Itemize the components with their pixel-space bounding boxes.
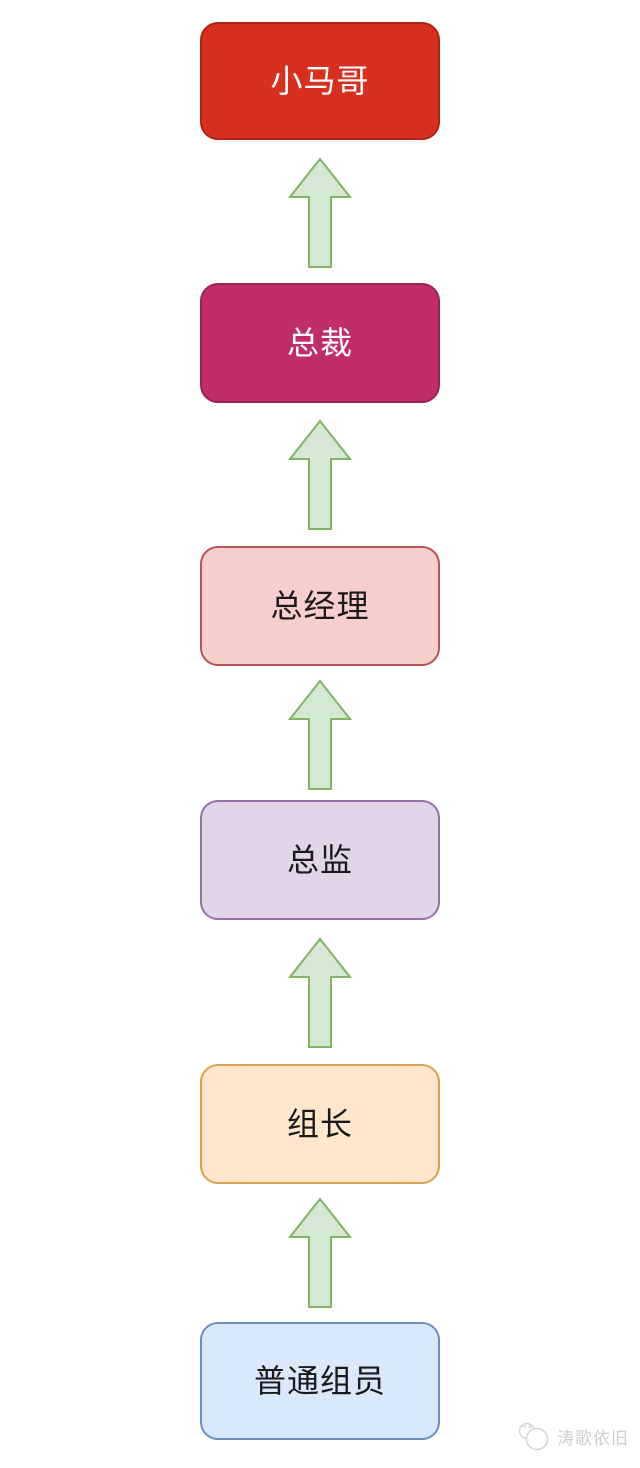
node-label: 总裁 xyxy=(286,325,353,361)
node-label: 组长 xyxy=(286,1106,353,1142)
up-arrow-icon xyxy=(288,937,352,1049)
node-zongcai: 总裁 xyxy=(200,283,440,403)
up-arrow-icon xyxy=(288,679,352,791)
node-zongjingli: 总经理 xyxy=(200,546,440,666)
node-xiaomage: 小马哥 xyxy=(200,22,440,140)
up-arrow-icon xyxy=(288,157,352,269)
node-label: 总监 xyxy=(286,842,353,878)
watermark: 涛歌依旧 xyxy=(517,1420,629,1452)
node-label: 小马哥 xyxy=(270,63,370,99)
up-arrow-icon xyxy=(288,419,352,531)
cat-logo-icon xyxy=(517,1420,550,1452)
up-arrow-icon xyxy=(288,1197,352,1309)
node-label: 总经理 xyxy=(270,588,370,624)
node-zongjian: 总监 xyxy=(200,800,440,920)
watermark-text: 涛歌依旧 xyxy=(557,1428,629,1448)
node-label: 普通组员 xyxy=(253,1363,386,1399)
node-putongzuyuan: 普通组员 xyxy=(200,1322,440,1440)
node-zuzhang: 组长 xyxy=(200,1064,440,1184)
